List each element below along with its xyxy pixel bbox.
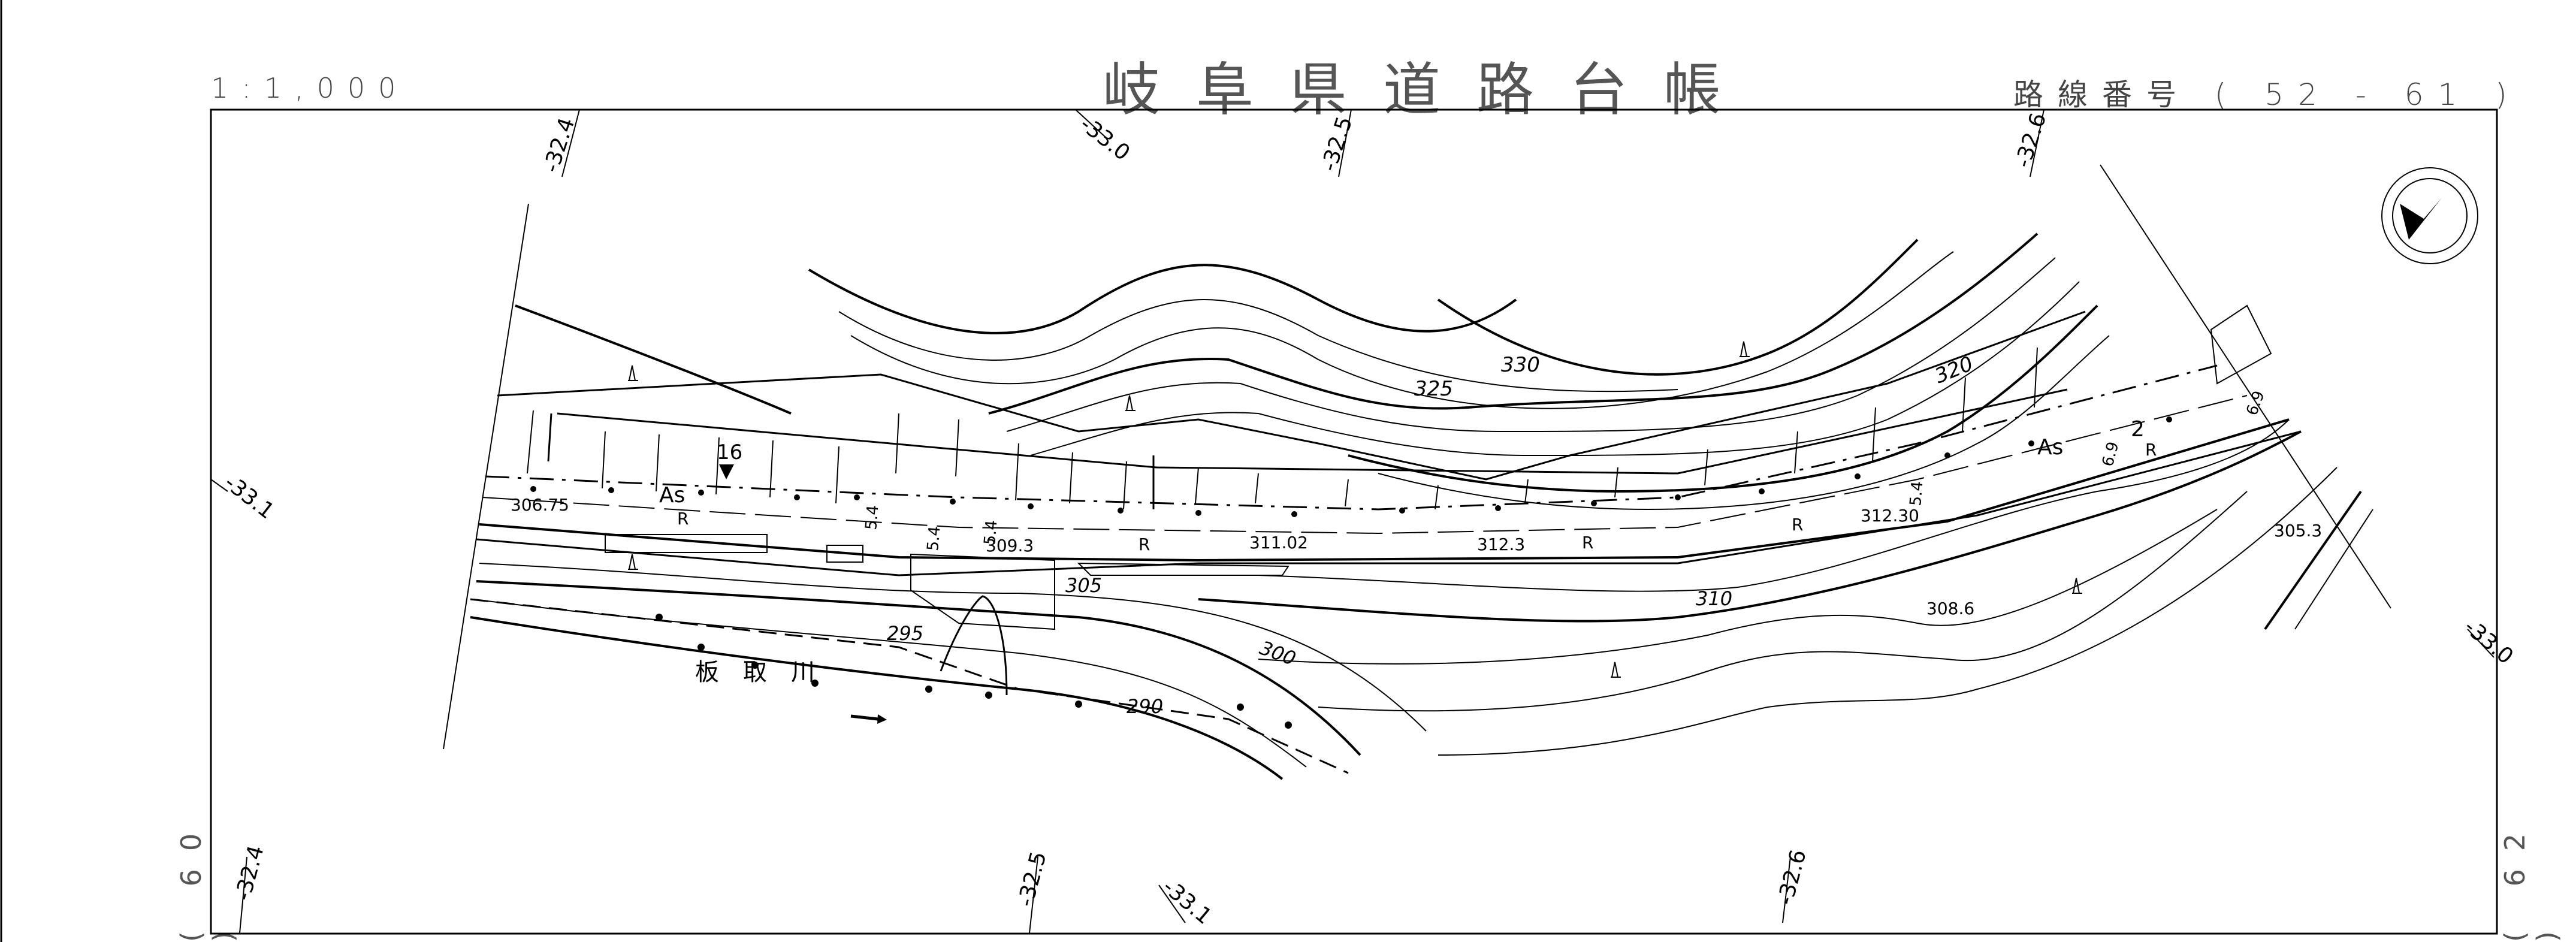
spot-height: 308.6: [1926, 599, 1974, 618]
tick-top-1: -32.4: [539, 115, 580, 176]
tick-right-1: -33.0: [2459, 614, 2518, 669]
grid-ticks: [210, 109, 2495, 934]
road-surface-label: As: [659, 483, 685, 508]
north-arrow-icon: [2400, 198, 2442, 240]
width-dim: 6.9: [2243, 388, 2268, 418]
road: [476, 364, 2302, 576]
contour-label-320: 320: [1931, 352, 1976, 388]
hatched-structures: [605, 167, 2478, 630]
retaining-walls: [497, 310, 2086, 509]
tick-top-2: -33.0: [1075, 112, 1134, 166]
upper-contours: [515, 233, 2110, 511]
roadside-label: R: [2145, 440, 2157, 460]
roadside-label: R: [1138, 535, 1150, 554]
route-number: 路線番号 ( 52 - 61 ): [2013, 71, 2521, 114]
roadside-labels: R R R R R: [677, 440, 2157, 554]
contour-label-330: 330: [1501, 353, 1540, 377]
sheet-title: 岐阜県道路台帳: [1103, 56, 1757, 123]
tick-bottom-4: -32.6: [1773, 847, 1811, 908]
lane-mark: 2: [2131, 417, 2145, 442]
river-bank: [470, 595, 1349, 774]
width-dim: 5.4: [862, 505, 882, 531]
river-dots: [656, 614, 1292, 729]
road-surface-label-2: As: [2037, 435, 2063, 460]
route-number-label: 路線番号: [2013, 77, 2191, 112]
spot-height: 311.02: [1249, 533, 1308, 552]
contour-label-310: 310: [1696, 587, 1732, 610]
tick-top-4: -32.6: [2011, 110, 2052, 171]
tick-bottom-3: -33.1: [1158, 874, 1216, 929]
roadside-label: R: [1582, 533, 1593, 552]
spot-height: 305.3: [2274, 521, 2322, 541]
contour-label-325: 325: [1414, 377, 1453, 401]
lower-contour-labels: 310 305 300 295 290: [887, 574, 1732, 718]
width-dim: 5.4: [981, 520, 1001, 546]
spot-height: 306.75: [511, 495, 569, 515]
width-dim: 5.4: [924, 526, 944, 552]
route-number-value: ( 52 - 61 ): [2214, 77, 2521, 112]
spot-height: 309.3: [986, 536, 1034, 555]
tick-top-3: -32.5: [1317, 114, 1358, 174]
roadside-label: R: [1792, 515, 1803, 535]
grid-tick-labels: -32.4 -33.0 -32.5 -32.6 -32.4 -32.5 -33.…: [219, 110, 2517, 929]
tick-left-1: -33.1: [219, 470, 279, 524]
roadside-label: R: [677, 509, 688, 529]
upper-contour-labels: 330 325 320: [1414, 352, 1977, 401]
spot-height: 312.3: [1477, 535, 1525, 554]
flow-arrow-icon: [850, 714, 887, 724]
river-name: 板取川: [695, 659, 839, 686]
river-label: 板取川: [695, 659, 839, 686]
contour-label-300: 300: [1257, 636, 1298, 671]
tick-bottom-1: -32.4: [231, 843, 269, 904]
route-marker-number: 16: [717, 440, 742, 464]
tick-bottom-2: -32.5: [1013, 849, 1052, 910]
contour-label-305: 305: [1065, 574, 1102, 597]
scale-label: 1:1,000: [211, 72, 409, 104]
spot-heights: 306.75 309.3 311.02 312.3 312.30 308.6 3…: [511, 495, 2322, 618]
slope-ticks: [527, 347, 2038, 510]
route-marker-icon: [719, 464, 734, 479]
contour-label-290: 290: [1127, 695, 1163, 718]
road-edge-dots: [530, 416, 2172, 517]
spot-height: 312.30: [1861, 506, 1919, 526]
width-dim: 5.4: [1907, 481, 1926, 507]
vegetation-symbols: [628, 341, 2082, 678]
contour-label-295: 295: [887, 622, 923, 645]
sheet-frame: [210, 108, 2498, 935]
width-dim: 6.9: [2099, 440, 2123, 469]
